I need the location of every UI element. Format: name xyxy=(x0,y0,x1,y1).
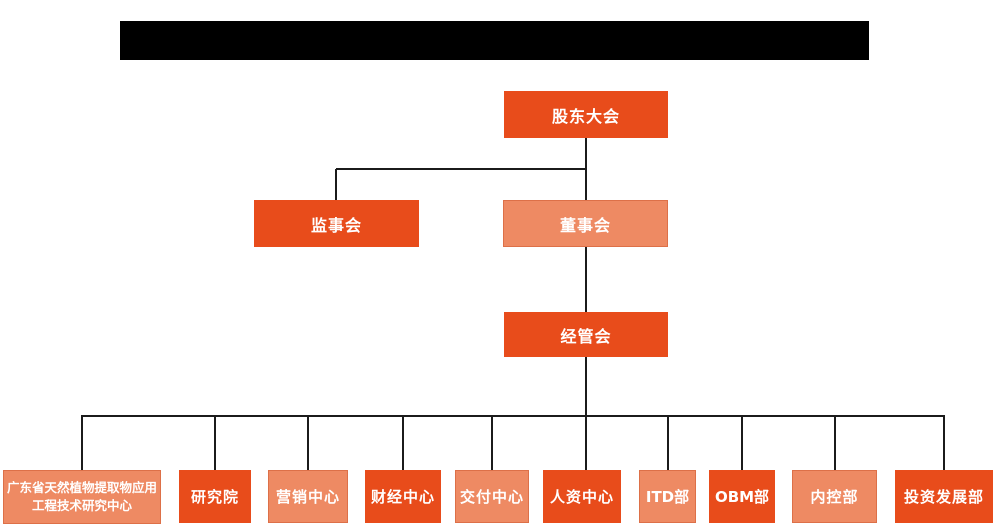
org-node-hr-center: 人资中心 xyxy=(543,470,621,523)
org-node-board-of-directors: 董事会 xyxy=(503,200,668,247)
org-node-internal-control-department: 内控部 xyxy=(792,470,877,523)
org-node-obm-department: OBM部 xyxy=(709,470,775,523)
org-node-marketing-center: 营销中心 xyxy=(268,470,348,523)
org-node-supervisory-board: 监事会 xyxy=(254,200,419,247)
org-node-itd-department: ITD部 xyxy=(639,470,696,523)
redacted-title-bar xyxy=(120,21,869,60)
org-node-research-institute: 研究院 xyxy=(179,470,251,523)
org-node-finance-center: 财经中心 xyxy=(365,470,441,523)
org-node-management-committee: 经管会 xyxy=(504,312,668,357)
org-node-gd-natural-plant-extract-research-center: 广东省天然植物提取物应用工程技术研究中心 xyxy=(3,470,161,524)
org-node-shareholders-meeting: 股东大会 xyxy=(504,91,668,138)
org-node-investment-development-department: 投资发展部 xyxy=(895,470,993,523)
org-node-delivery-center: 交付中心 xyxy=(455,470,529,523)
